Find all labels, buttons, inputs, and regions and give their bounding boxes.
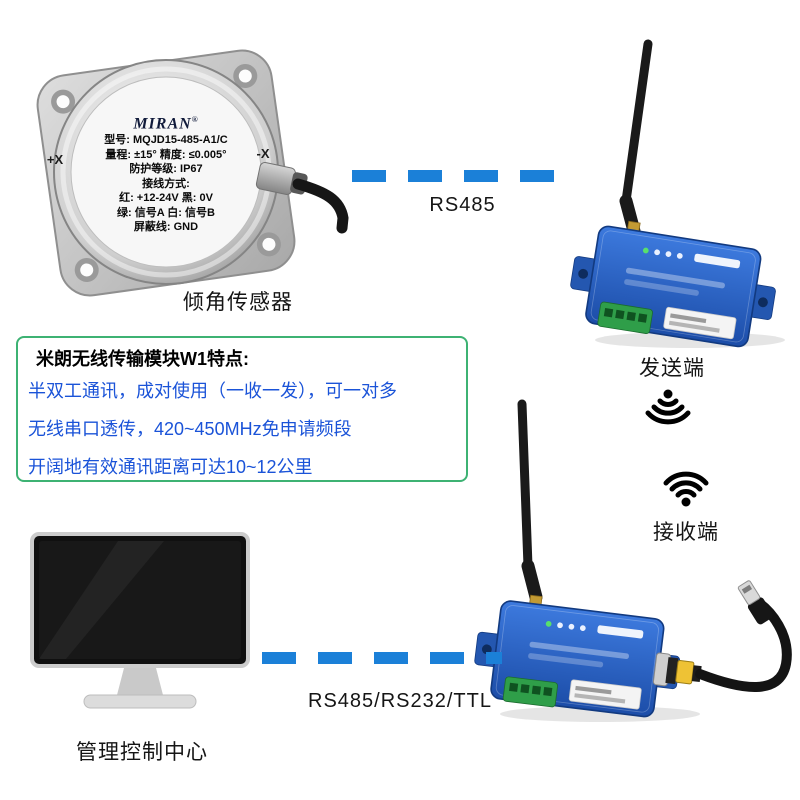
serial-usb-adapter [652, 652, 702, 687]
receiver-caption: 接收端 [653, 521, 719, 544]
dashed-link-sensor-transmitter [352, 170, 576, 182]
registered-mark: ® [191, 115, 199, 125]
sensor-model-line: 型号: MQJD15-485-A1/C [104, 134, 228, 147]
feature-line-3: 开阔地有效通讯距离可达10~12公里 [28, 457, 313, 477]
transmitter-caption: 发送端 [639, 357, 705, 380]
sensor-range-line: 量程: ±15° 精度: ≤0.005° [105, 148, 227, 161]
dashed-link-receiver-monitor [262, 652, 502, 664]
feature-box: 米朗无线传输模块W1特点: 半双工通讯，成对使用（一收一发），可一对多 无线串口… [16, 336, 468, 482]
sensor-axis-plus-x: +X [46, 152, 64, 167]
sensor-face-label: MIRAN® 型号: MQJD15-485-A1/C 量程: ±15° 精度: … [72, 99, 260, 251]
antenna-transmitter [619, 39, 653, 238]
antenna-receiver [517, 399, 543, 604]
sensor-axis-minus-x: -X [256, 146, 270, 161]
wireless-module-transmitter [564, 213, 784, 354]
control-center-caption: 管理控制中心 [76, 741, 208, 764]
rs485-label: RS485 [429, 194, 496, 216]
sensor-caption: 倾角传感器 [183, 291, 293, 314]
wifi-receive-icon [663, 471, 709, 507]
sensor-cable [292, 178, 349, 234]
sensor-wiring-signal: 绿: 信号A 白: 信号B [117, 206, 215, 219]
usb-cable [695, 594, 792, 692]
rs485-rs232-ttl-label: RS485/RS232/TTL [308, 690, 492, 712]
sensor-brand-logo: MIRAN® [133, 115, 199, 133]
wifi-transmit-icon [645, 389, 691, 425]
sensor-ip-line: 防护等级: IP67 [129, 163, 203, 176]
sensor-wiring-title: 接线方式: [142, 177, 190, 190]
usb-connector [737, 580, 773, 625]
feature-line-1: 半双工通讯，成对使用（一收一发），可一对多 [28, 381, 397, 401]
sensor-wiring-power: 红: +12-24V 黑: 0V [119, 192, 213, 205]
sensor-wiring-shield: 屏蔽线: GND [133, 221, 199, 234]
mounting-holes [51, 64, 281, 282]
tilt-sensor [36, 49, 349, 297]
monitor [30, 532, 250, 709]
feature-line-2: 无线串口透传，420~450MHz免申请频段 [28, 419, 352, 439]
feature-title: 米朗无线传输模块W1特点: [36, 349, 249, 369]
